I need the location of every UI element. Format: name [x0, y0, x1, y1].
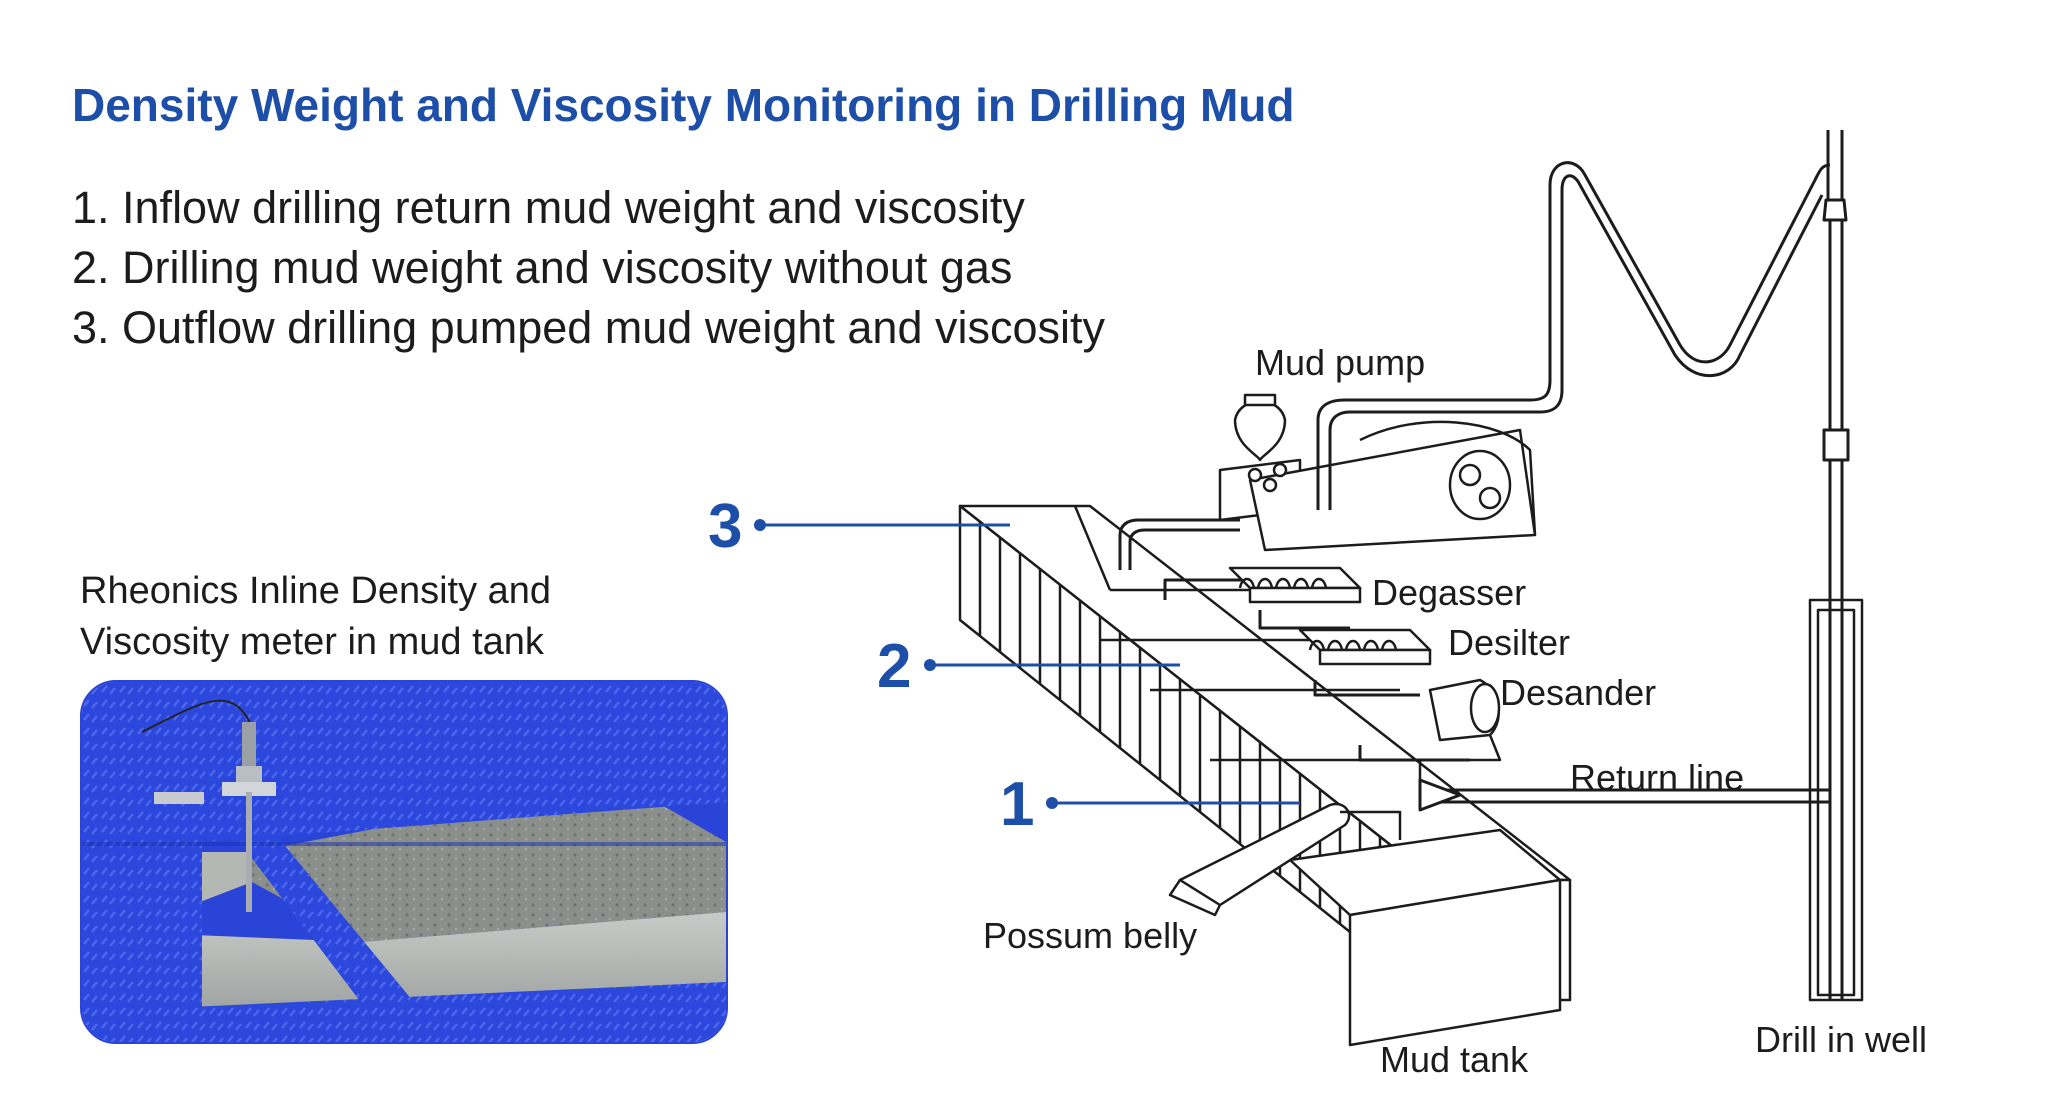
well-casing	[1808, 598, 1864, 1002]
callout-2-number: 2	[877, 632, 911, 701]
measurement-point-list: 1. Inflow drilling return mud weight and…	[72, 178, 1105, 358]
page-title: Density Weight and Viscosity Monitoring …	[72, 79, 1295, 131]
callout-3-number: 3	[708, 492, 742, 561]
degasser-label: Degasser	[1372, 572, 1526, 613]
drill-in-well-label: Drill in well	[1755, 1019, 1927, 1060]
mud-pump	[1218, 393, 1537, 552]
photo-caption-line-2: Viscosity meter in mud tank	[80, 621, 544, 663]
possum-belly	[1168, 802, 1402, 917]
return-line-label: Return line	[1570, 757, 1744, 798]
mud-tank-illustration	[82, 682, 726, 1042]
photo-caption: Rheonics Inline Density and Viscosity me…	[80, 566, 640, 668]
desilter-unit	[1298, 628, 1432, 666]
degasser-unit	[1228, 566, 1362, 604]
callout-2-dot	[924, 659, 936, 671]
measurement-point-1: 1. Inflow drilling return mud weight and…	[72, 182, 1025, 233]
lower-sump-tank	[1288, 828, 1562, 1047]
desilter-label: Desilter	[1448, 622, 1570, 663]
measurement-point-3: 3. Outflow drilling pumped mud weight an…	[72, 302, 1106, 353]
callout-3-dot	[754, 519, 766, 531]
suction-piping	[1118, 518, 1470, 762]
mud-tank-label: Mud tank	[1380, 1039, 1529, 1080]
photo-caption-line-1: Rheonics Inline Density and	[80, 570, 552, 612]
return-line	[1418, 778, 1830, 812]
desander-unit	[1418, 678, 1502, 785]
callout-1-number: 1	[1000, 770, 1034, 839]
desander-label: Desander	[1500, 672, 1656, 713]
possum-belly-label: Possum belly	[983, 915, 1197, 956]
callout-1-dot	[1046, 797, 1058, 809]
mud-tank-photo	[80, 680, 728, 1044]
measurement-point-2: 2. Drilling mud weight and viscosity wit…	[72, 242, 1013, 293]
mud-pump-label: Mud pump	[1255, 342, 1425, 383]
